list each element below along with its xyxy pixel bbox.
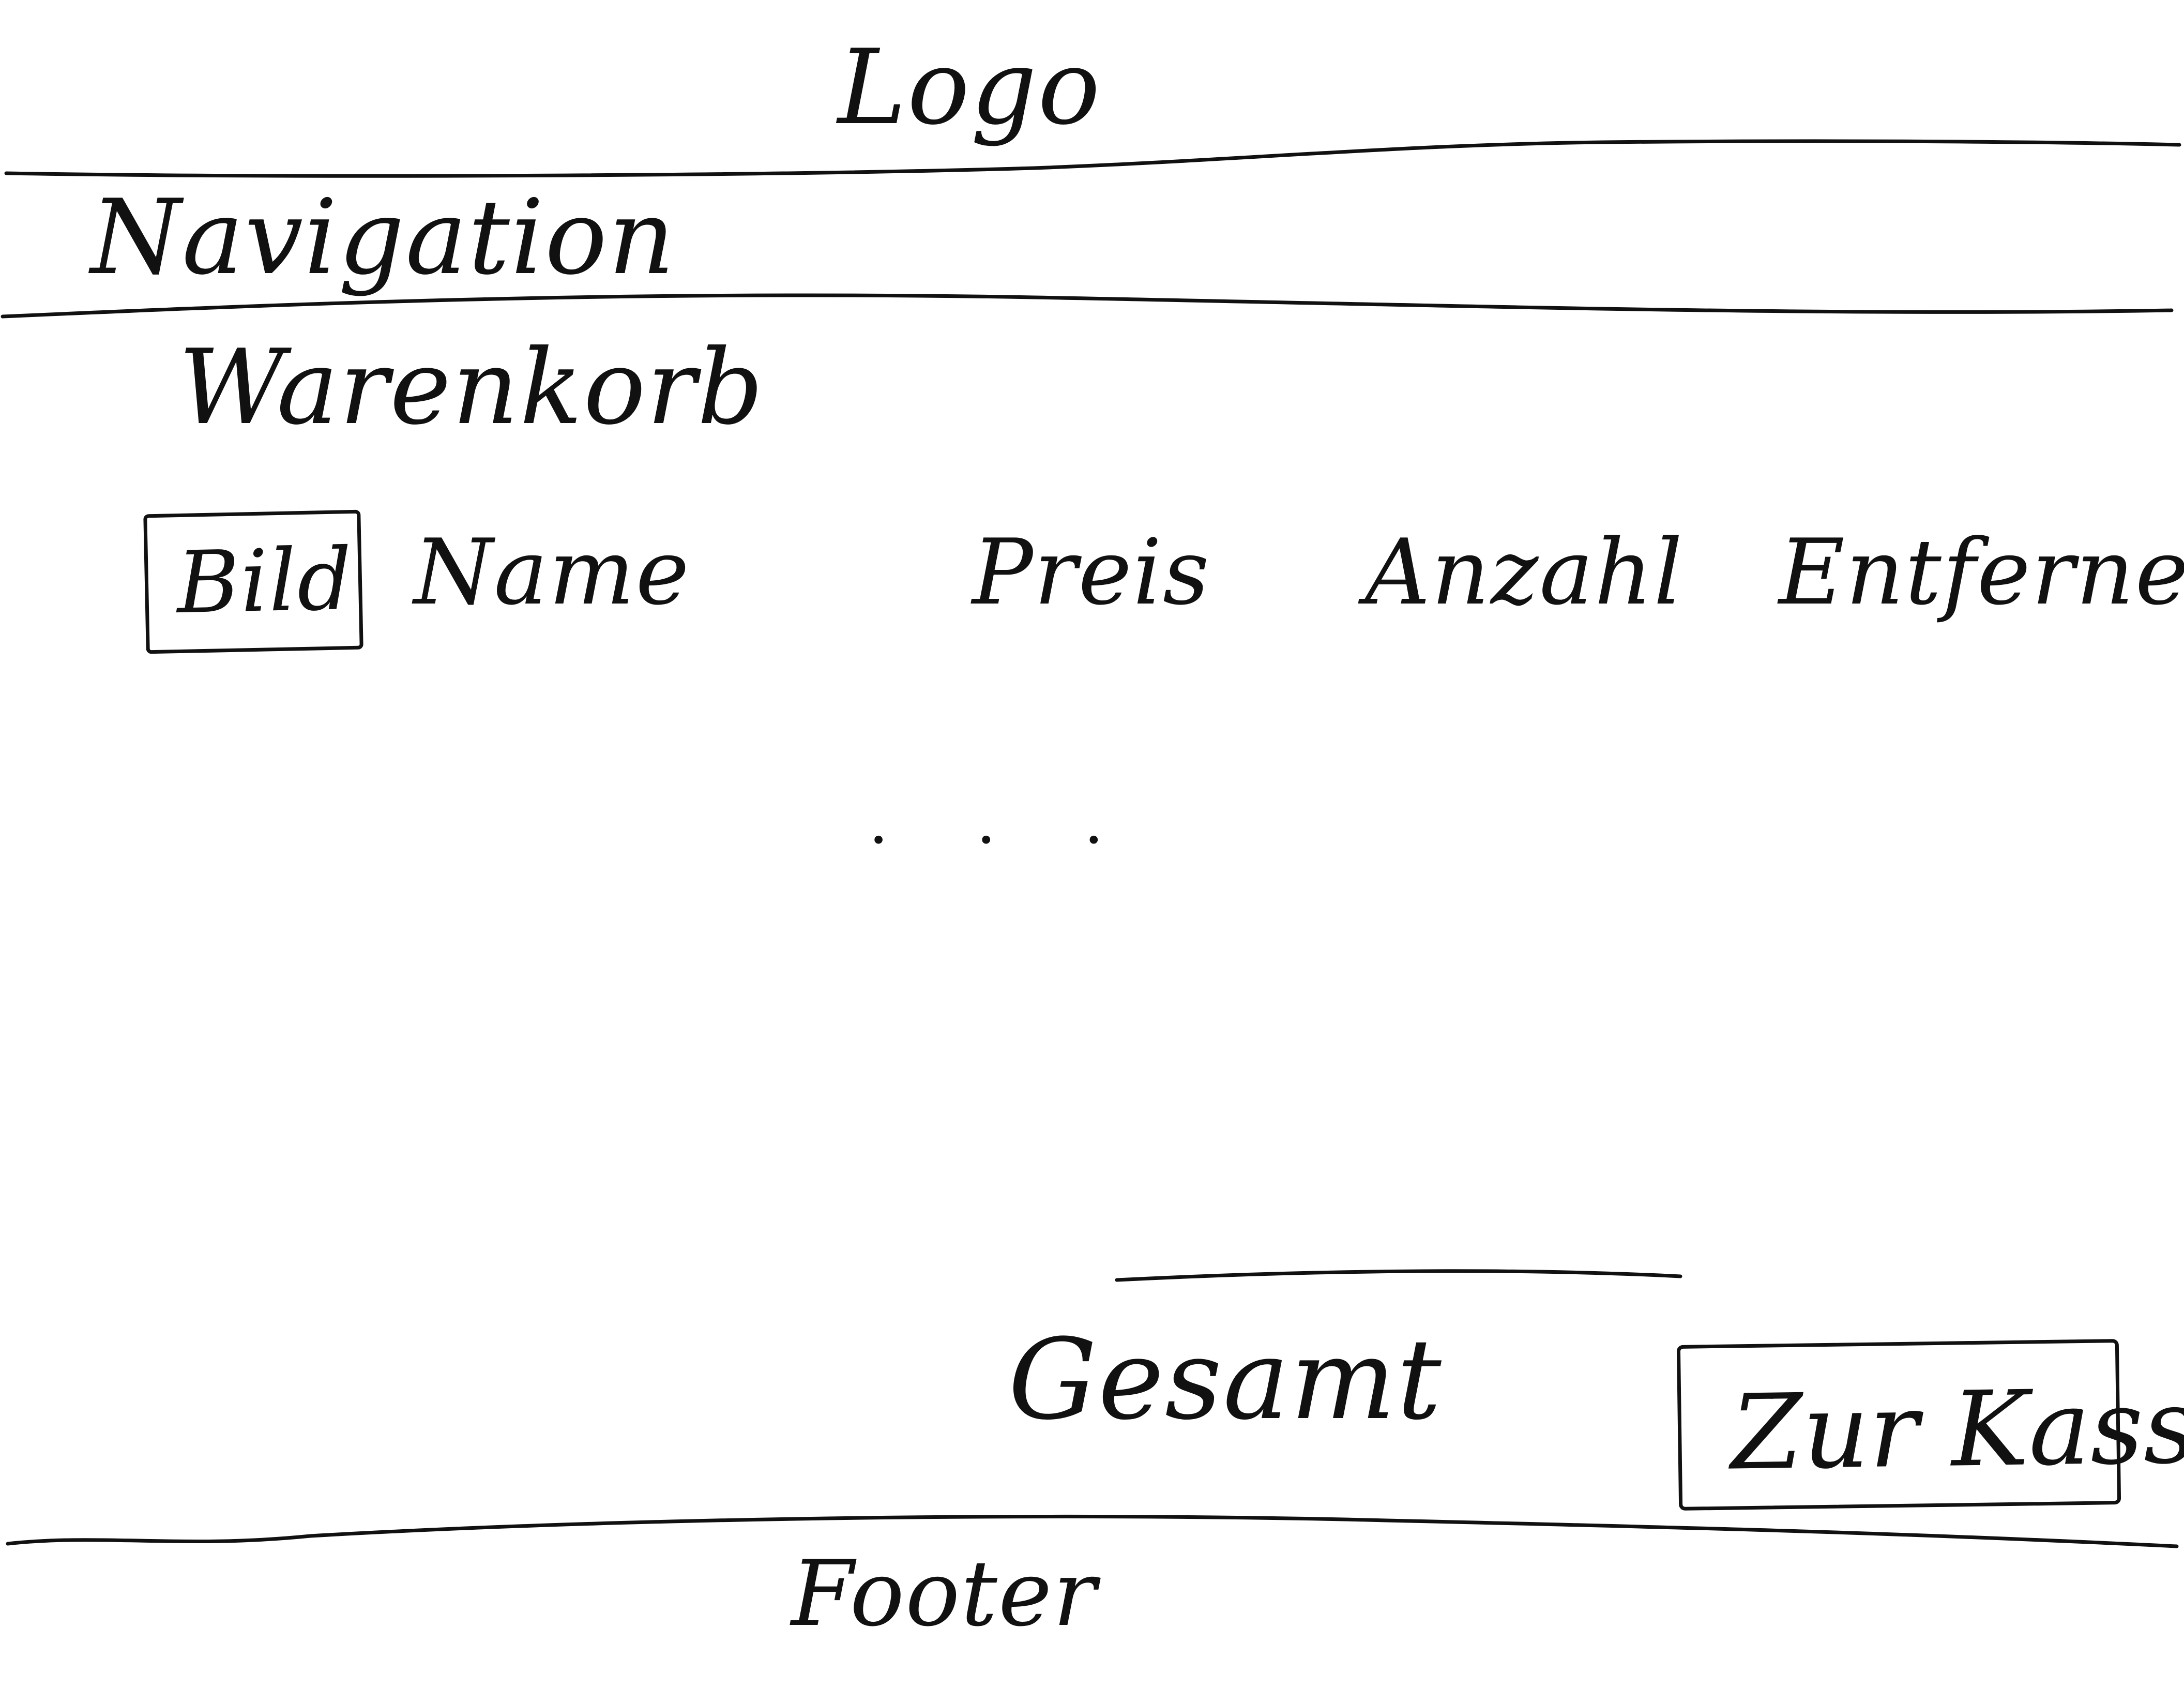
navigation[interactable]: Navigation bbox=[90, 177, 676, 298]
logo[interactable]: Logo bbox=[838, 27, 1101, 148]
total-divider bbox=[1115, 1269, 1682, 1282]
column-name: Name bbox=[414, 520, 690, 625]
total-label: Gesamt bbox=[1008, 1315, 1443, 1444]
checkout-button[interactable]: Zur Kasse bbox=[1676, 1339, 2184, 1511]
column-price: Preis bbox=[972, 520, 1210, 625]
nav-divider bbox=[1, 293, 2174, 319]
page-title: Warenkorb bbox=[178, 327, 765, 448]
footer: Footer bbox=[791, 1542, 1098, 1647]
checkout-button-label: Zur Kasse bbox=[1730, 1365, 2184, 1494]
column-remove[interactable]: Entfernen bbox=[1779, 520, 2184, 625]
column-image-label: Bild bbox=[176, 529, 354, 633]
product-image-placeholder: Bild bbox=[143, 509, 363, 654]
column-quantity[interactable]: Anzahl bbox=[1365, 520, 1684, 625]
more-rows-ellipsis: ... bbox=[869, 786, 1192, 858]
